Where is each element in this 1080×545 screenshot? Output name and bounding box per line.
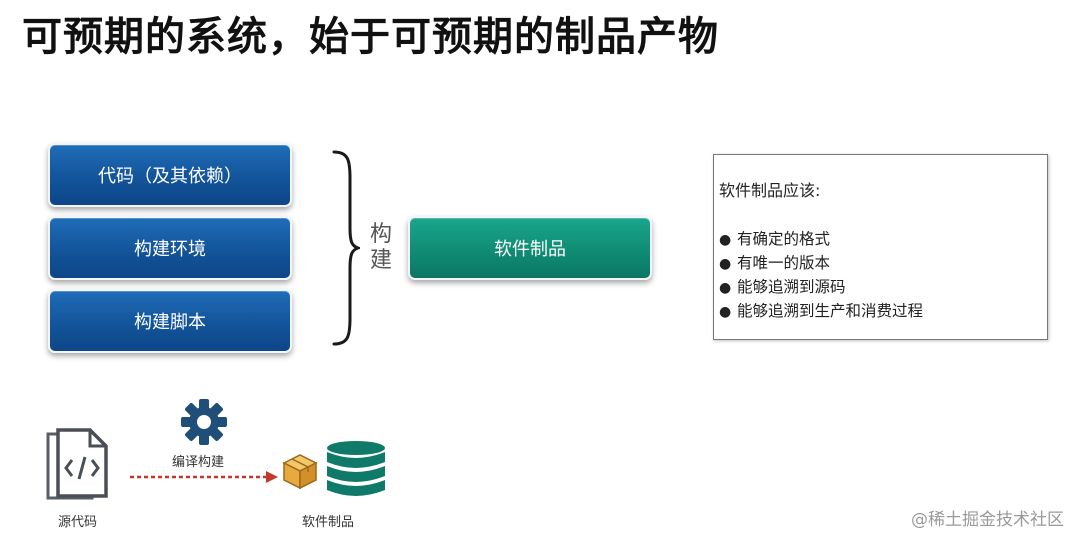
input-environment-box: 构建环境 (48, 216, 292, 280)
list-item-text: 有唯一的版本 (737, 254, 831, 272)
arrow-right-icon (130, 471, 278, 483)
requirements-heading: 软件制品应该: (719, 181, 821, 200)
gear-icon (181, 399, 227, 445)
list-item: ● 有唯一的版本 (719, 252, 923, 276)
bullet-icon: ● (719, 280, 732, 296)
page-title: 可预期的系统，始于可预期的制品产物 (22, 14, 719, 60)
code-file-icon (46, 428, 108, 500)
artifact-requirements-box: 软件制品应该: ● 有确定的格式 ● 有唯一的版本 ● 能够追溯到源码 ● 能够追溯到生… (713, 154, 1048, 340)
source-code-label: 源代码 (58, 515, 98, 530)
database-icon (327, 441, 385, 496)
bullet-icon: ● (719, 232, 732, 248)
list-item: ● 有确定的格式 (719, 228, 923, 252)
curly-brace-icon (332, 150, 360, 346)
input-code-box: 代码（及其依赖） (48, 143, 292, 207)
package-icon (282, 454, 318, 490)
watermark: @稀土掘金技术社区 (911, 510, 1064, 530)
compile-build-label: 编译构建 (172, 455, 225, 470)
list-item-text: 有确定的格式 (737, 230, 831, 248)
list-item: ● 能够追溯到源码 (719, 276, 923, 300)
list-item-text: 能够追溯到生产和消费过程 (737, 302, 924, 320)
bullet-icon: ● (719, 304, 732, 320)
input-script-box: 构建脚本 (48, 289, 292, 353)
artifact-output-label: 软件制品 (302, 515, 355, 530)
list-item: ● 能够追溯到生产和消费过程 (719, 300, 923, 324)
build-label: 构建 (369, 222, 392, 273)
requirements-list: ● 有确定的格式 ● 有唯一的版本 ● 能够追溯到源码 ● 能够追溯到生产和消费过程 (719, 228, 923, 324)
bullet-icon: ● (719, 256, 732, 272)
artifact-box: 软件制品 (408, 216, 652, 280)
list-item-text: 能够追溯到源码 (737, 278, 846, 296)
